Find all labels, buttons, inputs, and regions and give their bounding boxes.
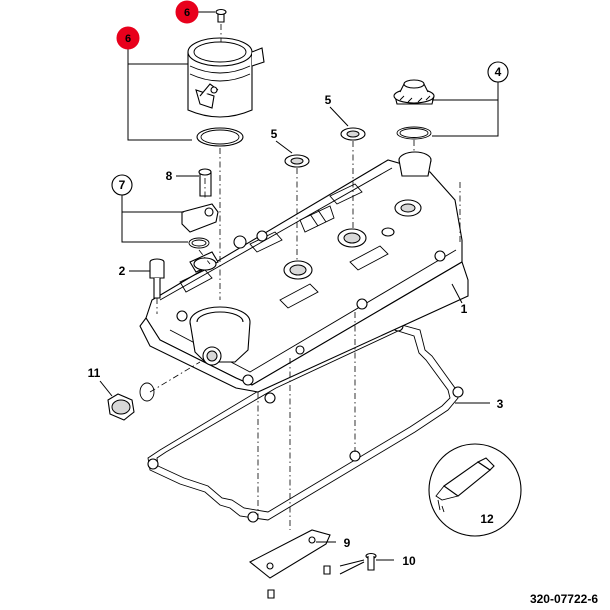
callout-11: 11 [88, 366, 101, 380]
callout-label: 6 [184, 7, 190, 19]
leader-lines [99, 11, 499, 575]
callout-label: 4 [495, 65, 502, 79]
alignment-lines [149, 24, 461, 530]
valve-cover-part [139, 151, 469, 393]
bracket-part [181, 168, 219, 249]
callout-10: 10 [402, 554, 416, 568]
figure-id: 320-07722-6 [530, 592, 598, 606]
grommet-part [284, 127, 366, 168]
callout-8: 8 [166, 169, 173, 183]
callout-6-top: 6 [175, 0, 199, 24]
plug-part [107, 382, 155, 421]
sealant-tube-part [428, 443, 522, 537]
callout-12: 12 [480, 512, 494, 526]
callout-label: 7 [119, 178, 126, 192]
callout-5-right: 5 [325, 93, 332, 107]
callout-5-left: 5 [271, 127, 278, 141]
oil-filler-cap-part [393, 79, 435, 140]
gasket-part [147, 320, 464, 523]
callout-3: 3 [497, 397, 504, 411]
callout-7: 7 [111, 174, 133, 196]
callout-6-cap: 6 [116, 26, 140, 50]
callout-1: 1 [461, 302, 468, 316]
callout-4: 4 [487, 61, 509, 83]
cover-bolt-part [149, 258, 165, 299]
callout-2: 2 [119, 264, 126, 278]
cover-plate-part [248, 529, 377, 599]
breather-housing-part [187, 8, 265, 147]
callout-label: 6 [125, 33, 131, 45]
callout-9: 9 [344, 536, 351, 550]
